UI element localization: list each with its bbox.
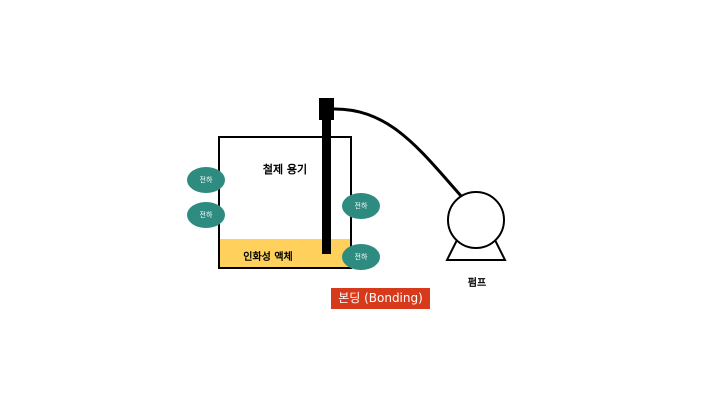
pump-label: 펌프 [467,278,487,289]
nozzle-pipe [322,120,331,254]
hose [332,107,464,198]
charge-badge: 전하 [342,244,380,270]
pump-body [447,191,505,249]
charge-badge: 전하 [187,167,225,193]
liquid-label: 인화성 액체 [243,252,293,263]
bonding-label: 본딩 (Bonding) [331,288,430,309]
nozzle-head [319,98,334,120]
container-label: 철제 용기 [262,163,308,176]
charge-badge: 전하 [187,202,225,228]
charge-badge: 전하 [342,193,380,219]
